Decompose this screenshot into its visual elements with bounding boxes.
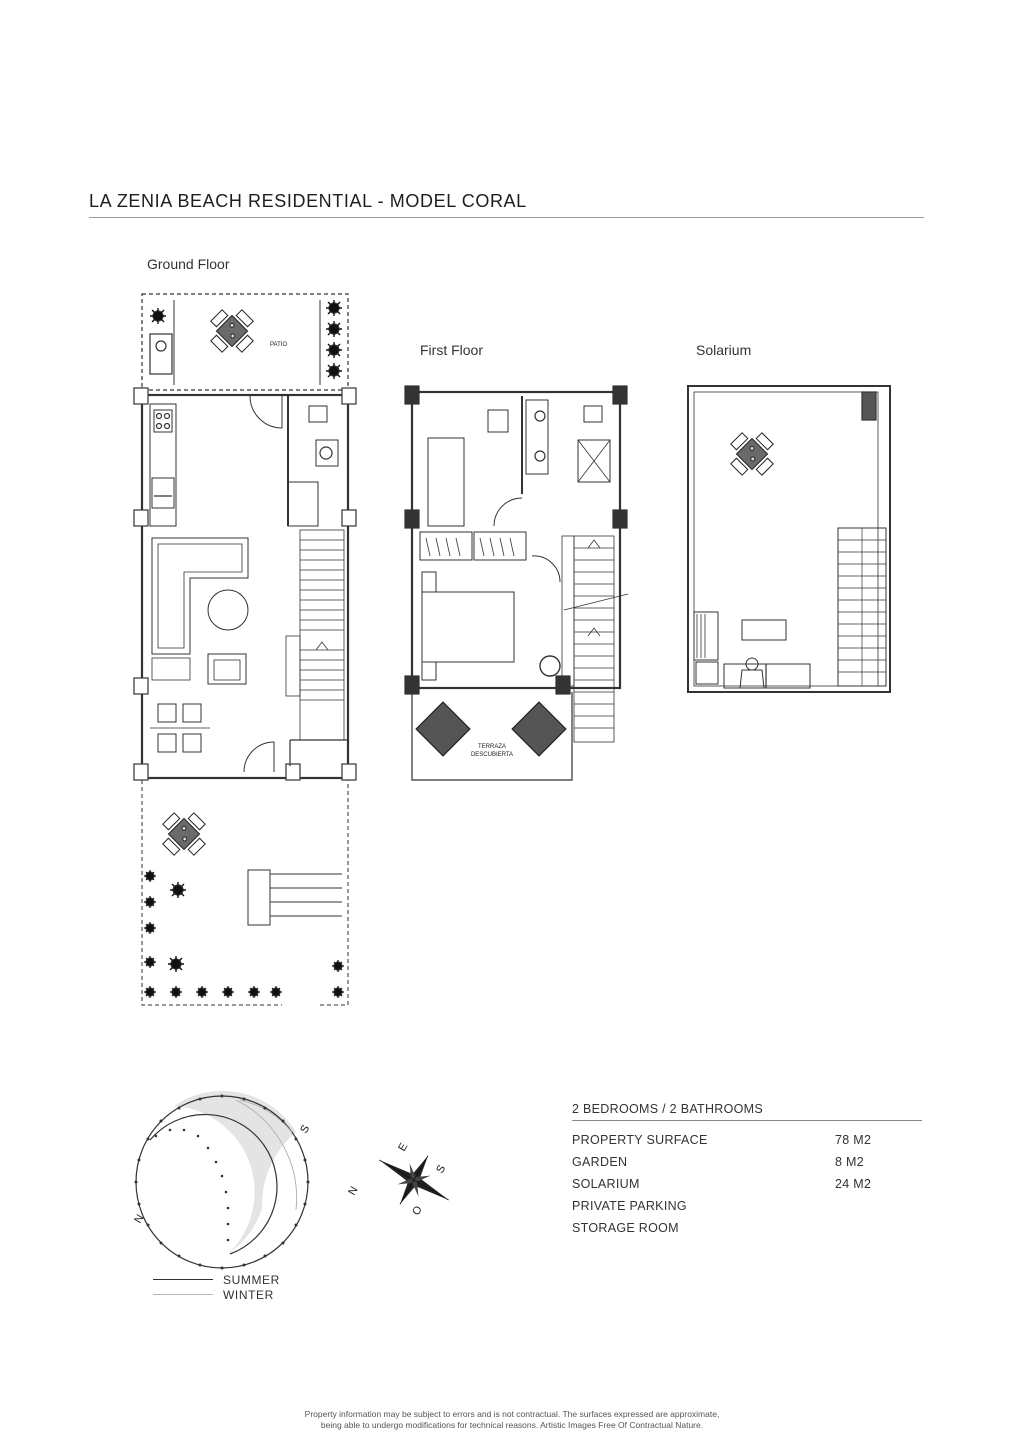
shrub-icon — [169, 881, 187, 899]
sun-legend: SUMMER WINTER — [153, 1272, 280, 1302]
disclaimer: Property information may be subject to e… — [200, 1409, 824, 1431]
hob-icon — [153, 409, 173, 433]
plant-icon — [325, 362, 343, 380]
sun-chart-south-label: S — [298, 1123, 312, 1135]
compass-rose-icon — [379, 1155, 449, 1205]
solarium-table-icon — [720, 422, 784, 486]
spec-row: SOLARIUM 24 M2 — [572, 1173, 922, 1195]
summer-line-swatch — [153, 1279, 213, 1280]
plant-icon — [149, 307, 167, 325]
terrace-label-line2: DESCUBIERTA — [471, 752, 513, 758]
sofa-icon — [151, 537, 249, 655]
sofa-bench-icon — [723, 663, 811, 689]
coffee-table-icon — [207, 589, 249, 631]
page-title: LA ZENIA BEACH RESIDENTIAL - MODEL CORAL — [89, 191, 527, 211]
lounger-icon — [415, 701, 471, 757]
garden-table-icon — [152, 802, 216, 866]
title-divider — [89, 217, 924, 218]
lounger-icon — [511, 701, 567, 757]
spec-row: GARDEN 8 M2 — [572, 1151, 922, 1173]
armchair-icon — [207, 653, 247, 685]
plant-icon — [325, 341, 343, 359]
spec-label: STORAGE ROOM — [572, 1221, 679, 1235]
legend-summer: SUMMER — [153, 1272, 280, 1287]
toilet-icon — [308, 405, 328, 423]
spec-row: PRIVATE PARKING — [572, 1195, 922, 1217]
property-specs: 2 BEDROOMS / 2 BATHROOMS PROPERTY SURFAC… — [572, 1102, 922, 1239]
first-floor-plan: TERRAZA DESCUBIERTA — [404, 385, 629, 781]
bench-icon — [693, 611, 719, 661]
patio-room-label: PATIO — [270, 342, 287, 348]
ground-floor-plan: PATIO — [133, 293, 357, 1006]
winter-line-swatch — [153, 1294, 213, 1295]
terrace-label-line1: TERRAZA — [478, 744, 506, 750]
spec-value: 78 M2 — [835, 1133, 872, 1147]
spec-row: PROPERTY SURFACE 78 M2 — [572, 1129, 922, 1151]
washbasin-icon — [315, 439, 339, 467]
spec-value: 24 M2 — [835, 1177, 872, 1191]
plant-icon — [325, 320, 343, 338]
spec-value: 8 M2 — [835, 1155, 864, 1169]
ground-floor-label: Ground Floor — [147, 256, 230, 272]
toilet-icon — [583, 405, 603, 423]
compass-east-label: E — [396, 1141, 410, 1153]
shrub-icon — [167, 955, 185, 973]
solarium-plan — [687, 385, 891, 693]
spec-label: PROPERTY SURFACE — [572, 1133, 708, 1147]
ground-stairs — [285, 529, 345, 741]
utility-sink-icon — [149, 333, 173, 375]
spec-label: PRIVATE PARKING — [572, 1199, 687, 1213]
wardrobe-icon — [473, 531, 527, 561]
compass-north-label: N — [346, 1185, 360, 1198]
legend-winter-label: WINTER — [223, 1287, 274, 1302]
first-floor-stairs — [561, 535, 629, 743]
sun-chart-north-label: N — [132, 1213, 146, 1226]
shower-icon — [577, 439, 611, 483]
spec-label: SOLARIUM — [572, 1177, 640, 1191]
disclaimer-line-2: being able to undergo modifications for … — [320, 1420, 704, 1430]
disclaimer-line-1: Property information may be subject to e… — [304, 1409, 720, 1419]
double-bed-icon — [421, 591, 515, 663]
legend-summer-label: SUMMER — [223, 1272, 280, 1287]
solarium-label: Solarium — [696, 342, 752, 358]
kitchen-sink-icon — [151, 477, 175, 509]
shower-icon — [287, 481, 319, 527]
patio-table-icon — [200, 299, 264, 363]
first-floor-label: First Floor — [420, 342, 483, 358]
legend-winter: WINTER — [153, 1287, 280, 1302]
spec-row: STORAGE ROOM — [572, 1217, 922, 1239]
spec-label: GARDEN — [572, 1155, 628, 1169]
compass-west-label: O — [410, 1204, 425, 1218]
single-bed-icon — [427, 437, 465, 527]
wardrobe-icon — [419, 531, 473, 561]
specs-heading: 2 BEDROOMS / 2 BATHROOMS — [572, 1102, 922, 1121]
plant-icon — [325, 299, 343, 317]
sun-path-chart: S N — [132, 1090, 312, 1270]
compass-south-label: S — [434, 1163, 448, 1175]
